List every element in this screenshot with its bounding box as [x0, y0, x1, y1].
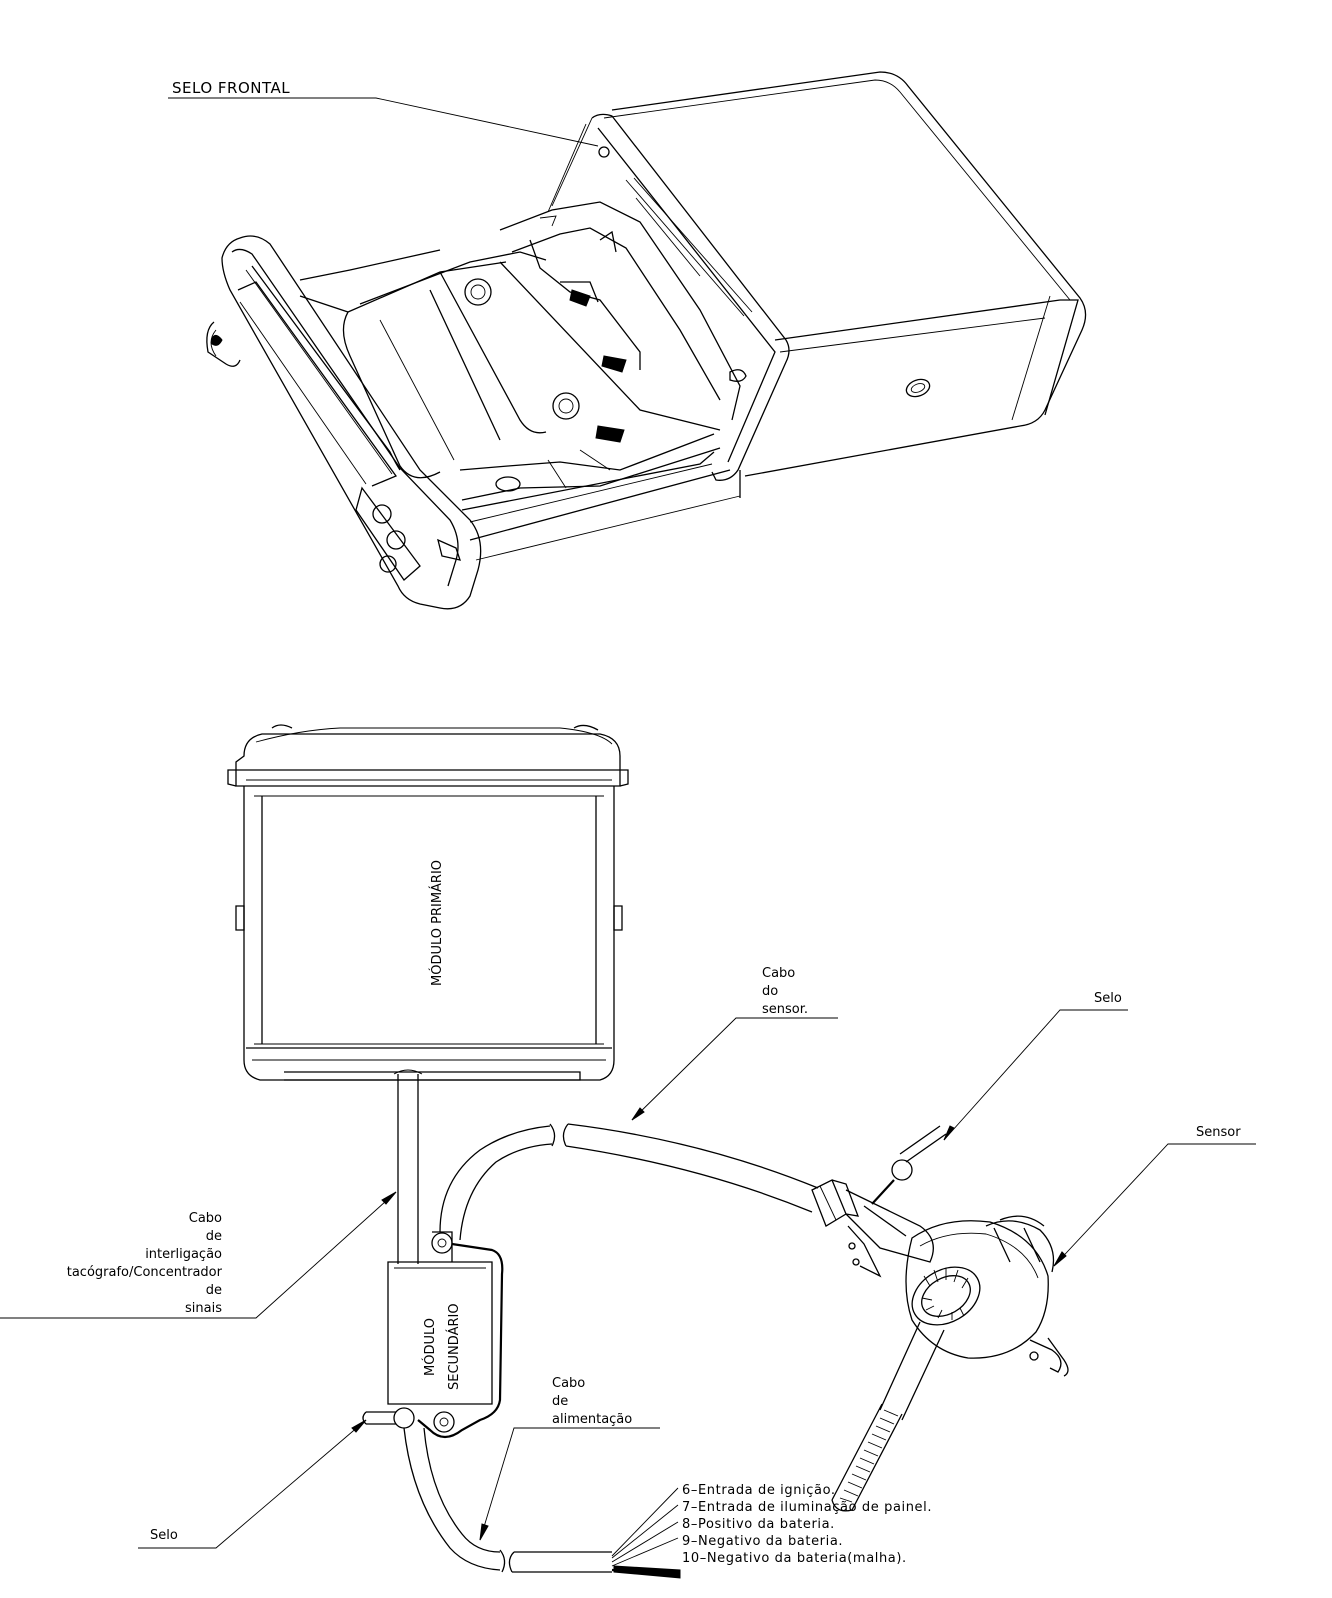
wire-7: 7–Entrada de iluminação de painel. — [682, 1500, 932, 1515]
svg-text:de: de — [206, 1229, 222, 1244]
modulo-secundario-label-1: MÓDULO — [422, 1318, 438, 1376]
svg-text:sinais: sinais — [185, 1301, 222, 1316]
svg-text:Cabo: Cabo — [552, 1376, 585, 1391]
wire-list: 6–Entrada de ignição. 7–Entrada de ilumi… — [682, 1483, 932, 1566]
selo-frontal-leader — [168, 97, 599, 147]
svg-text:Cabo: Cabo — [762, 966, 795, 981]
modulo-secundario-label-2: SECUNDÁRIO — [446, 1303, 462, 1390]
printer-drawer-assembly — [206, 71, 1087, 610]
cabo-interligacao-leader — [0, 1191, 397, 1319]
cabo-sensor-leader — [631, 1017, 838, 1121]
wire-fan — [611, 1487, 681, 1579]
svg-text:do: do — [762, 984, 778, 999]
selo-bottom-label: Selo — [150, 1528, 178, 1543]
cabo-sensor-label: Cabo do sensor. — [762, 966, 808, 1017]
svg-text:de: de — [206, 1283, 222, 1298]
svg-text:de: de — [552, 1394, 568, 1409]
selo-frontal-label: SELO FRONTAL — [172, 79, 290, 97]
svg-text:sensor.: sensor. — [762, 1002, 808, 1017]
sensor-label: Sensor — [1196, 1125, 1241, 1140]
selo-top-label: Selo — [1094, 991, 1122, 1006]
selo-bottom-leader — [138, 1419, 367, 1549]
cabo-alimentacao-label: Cabo de alimentação — [552, 1376, 632, 1427]
svg-text:Cabo: Cabo — [189, 1211, 222, 1226]
modulo-secundario — [387, 1231, 504, 1439]
selo-top-leader — [943, 1009, 1128, 1141]
svg-text:interligação: interligação — [145, 1247, 222, 1262]
wire-8: 8–Positivo da bateria. — [682, 1517, 835, 1532]
cabo-interligacao-label: Cabo de interligação tacógrafo/Concentra… — [67, 1211, 223, 1316]
cabo-interligacao-cable — [397, 1074, 419, 1264]
cabo-alimentacao-cable — [403, 1427, 501, 1571]
sensor-leader — [1053, 1143, 1256, 1267]
cabo-sensor-cable-left — [439, 1125, 553, 1241]
svg-text:tacógrafo/Concentrador: tacógrafo/Concentrador — [67, 1265, 223, 1280]
cabo-sensor-cable-right — [565, 1123, 819, 1213]
sensor — [811, 1125, 1069, 1512]
svg-text:alimentação: alimentação — [552, 1412, 632, 1427]
wire-10: 10–Negativo da bateria(malha). — [682, 1551, 907, 1566]
selo-bottom-seal — [362, 1407, 415, 1429]
modulo-primario — [227, 724, 629, 1081]
wire-6: 6–Entrada de ignição. — [682, 1483, 836, 1498]
modulo-primario-label: MÓDULO PRIMÁRIO — [429, 860, 445, 986]
cabo-alimentacao-leader — [479, 1427, 660, 1541]
wire-9: 9–Negativo da bateria. — [682, 1534, 843, 1549]
